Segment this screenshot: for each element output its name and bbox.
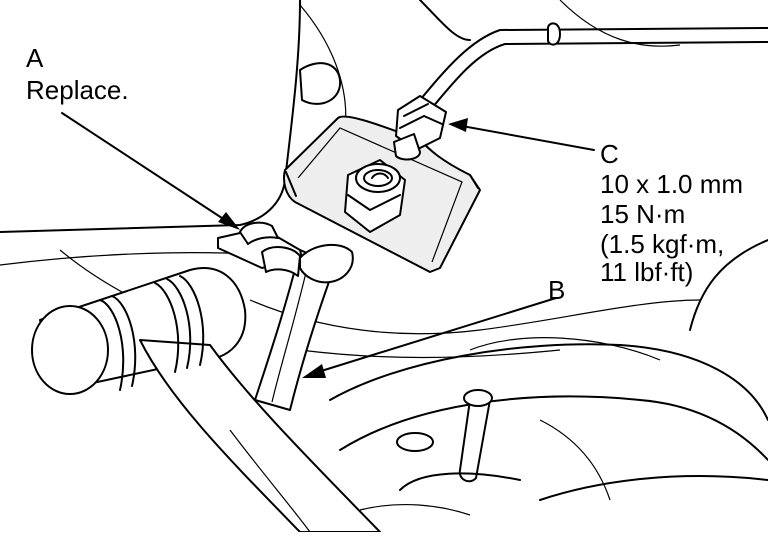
callout-a-letter: A xyxy=(26,43,44,73)
large-pipe xyxy=(31,267,381,533)
leader-b xyxy=(302,297,557,378)
callout-b-letter: B xyxy=(548,275,566,305)
callout-c-letter: C xyxy=(600,139,619,169)
leader-a xyxy=(61,112,240,230)
lower-right-assembly xyxy=(329,337,768,516)
clip-a xyxy=(217,221,354,284)
callout-a-note: Replace. xyxy=(26,75,129,105)
callout-c-torque-lbfft: 11 lbf·ft) xyxy=(600,257,694,287)
leader-c xyxy=(448,118,595,151)
callout-c-torque-nm: 15 N·m xyxy=(600,199,686,229)
bracket xyxy=(283,115,481,273)
callout-c-torque-kgfm: (1.5 kgf·m, xyxy=(600,229,725,259)
callout-c-thread-size: 10 x 1.0 mm xyxy=(600,169,744,199)
brake-line-c xyxy=(393,22,768,161)
